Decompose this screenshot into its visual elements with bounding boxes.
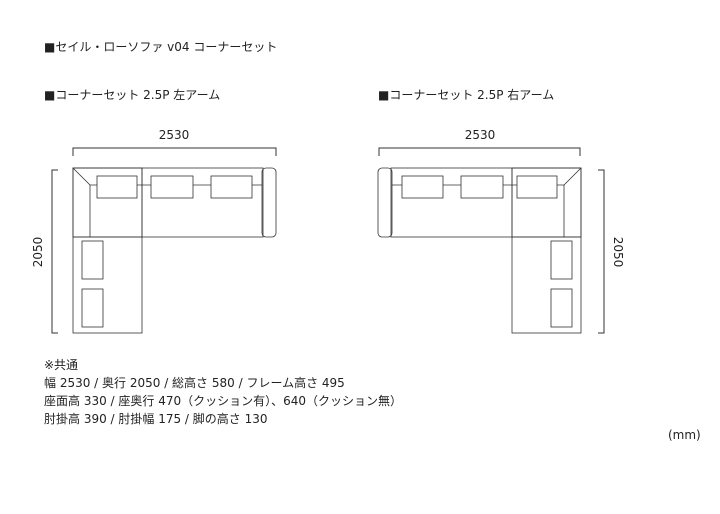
note-armrest: 肘掛高 390 / 肘掛幅 175 / 脚の高さ 130 — [44, 412, 268, 426]
right-depth-dimension-line — [598, 169, 605, 334]
right-depth-value: 2050 — [611, 237, 625, 268]
left-depth-value: 2050 — [31, 237, 45, 268]
note-seat: 座面高 330 / 座奥行 470（クッション有）、640（クッション無） — [44, 394, 403, 408]
right-width-dimension-line — [378, 147, 581, 156]
left-arm-label: ■コーナーセット 2.5P 左アーム — [44, 88, 221, 102]
right-arm-label: ■コーナーセット 2.5P 右アーム — [378, 88, 555, 102]
right-arm-sofa-plan — [377, 167, 582, 334]
note-heading: ※共通 — [44, 358, 79, 372]
left-width-value: 2530 — [159, 128, 190, 142]
page-title: ■セイル・ローソファ v04 コーナーセット — [44, 40, 278, 54]
left-width-dimension-line — [72, 147, 277, 156]
left-arm-sofa-plan — [72, 167, 277, 334]
left-depth-dimension-line — [51, 169, 58, 334]
unit-label: (mm) — [668, 428, 701, 442]
note-dimensions: 幅 2530 / 奥行 2050 / 総高さ 580 / フレーム高さ 495 — [44, 376, 345, 390]
right-width-value: 2530 — [465, 128, 496, 142]
